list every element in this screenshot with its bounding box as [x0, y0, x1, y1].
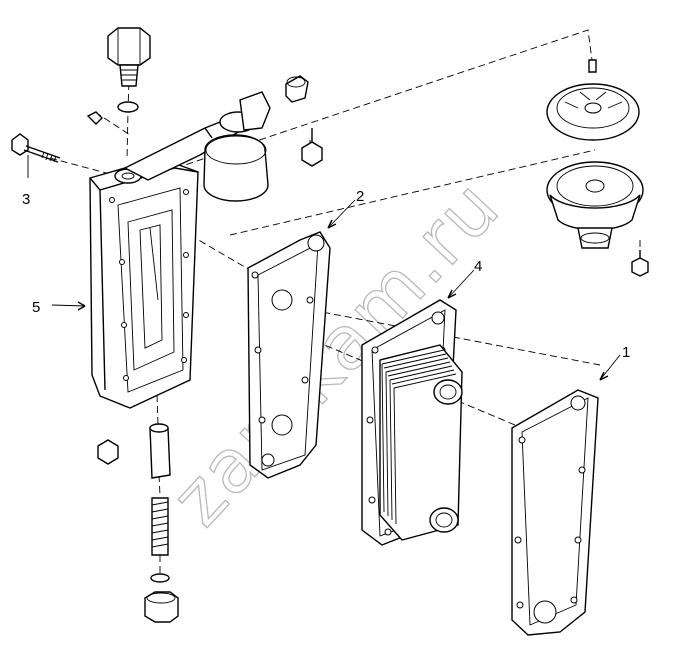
callout-leaders: [27, 155, 621, 381]
callout-label-4: 4: [474, 258, 482, 275]
callout-label-3: 3: [22, 191, 30, 208]
part-4-oil-cooler: [361, 299, 463, 546]
part-1-gasket: [511, 389, 599, 636]
callout-label-5: 5: [32, 299, 40, 316]
part-2-gasket: [247, 231, 331, 479]
part-3-long-bolt: [11, 133, 61, 163]
small-bolts: [86, 111, 649, 465]
callout-label-1: 1: [622, 344, 630, 361]
top-plug-bolt: [107, 27, 151, 113]
bypass-valve-assembly: [144, 423, 179, 623]
part-5-filter-housing: [89, 75, 309, 409]
thermostat-assembly: [546, 59, 644, 249]
callout-label-2: 2: [356, 188, 364, 205]
